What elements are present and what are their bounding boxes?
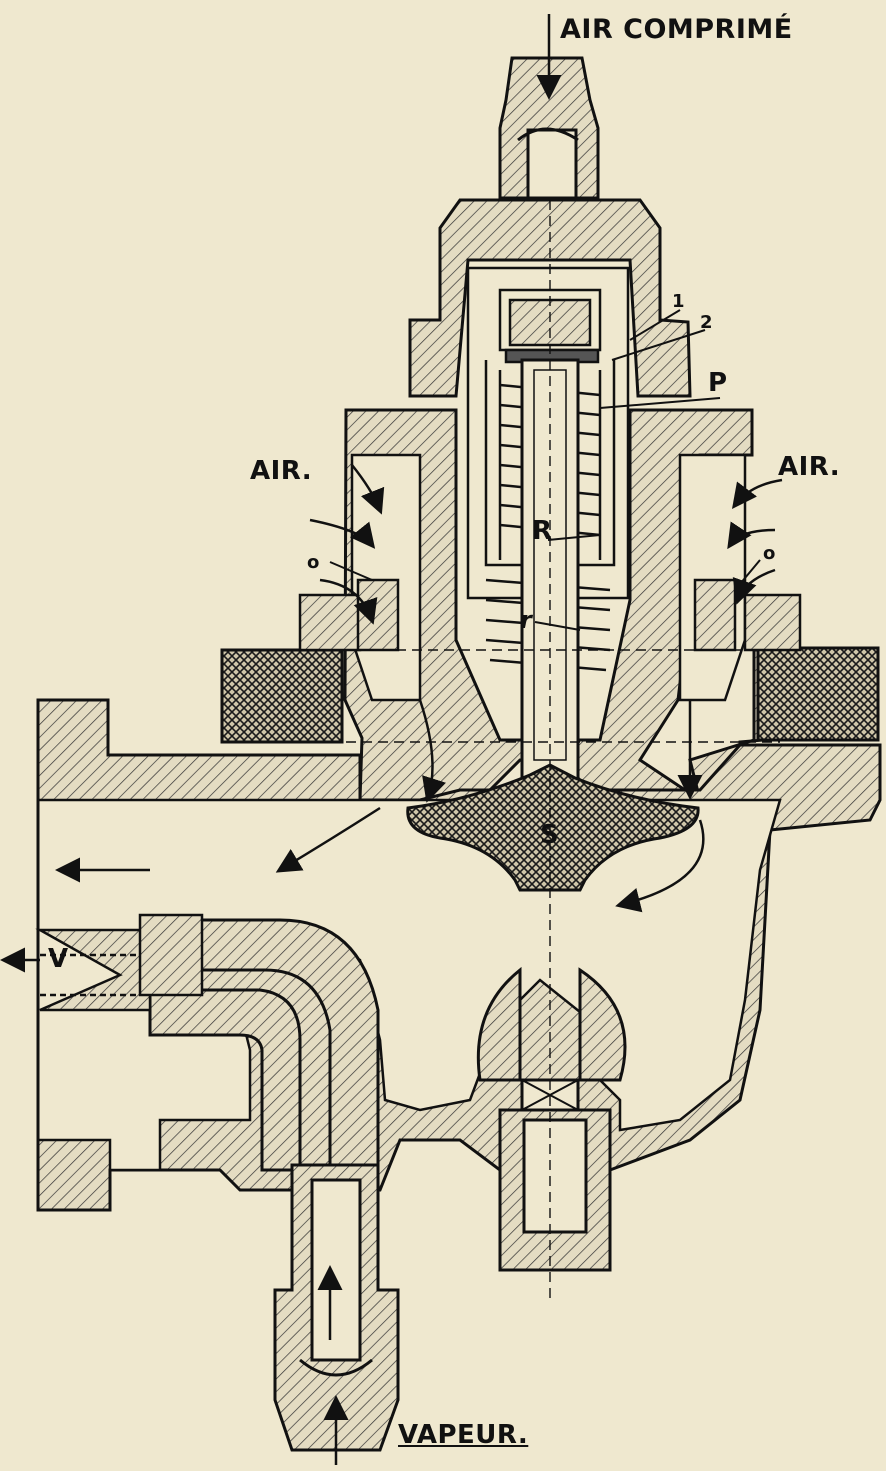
air-inlet-nozzle (498, 56, 600, 200)
label-air-left: AIR. (250, 456, 313, 486)
lower-guide (476, 966, 627, 1272)
air-passage-right (678, 453, 802, 702)
label-air-right: AIR. (778, 452, 841, 482)
label-o-right: o (763, 543, 776, 564)
label-o-left: o (307, 552, 320, 573)
label-1: 1 (672, 291, 686, 312)
label-2: 2 (700, 312, 714, 333)
construction-lines (300, 200, 800, 1300)
label-s: S (540, 820, 560, 850)
ejector-nozzle-V (35, 913, 204, 1012)
label-r-lower: r (520, 606, 533, 634)
label-p: P (708, 368, 728, 398)
valve-disc-S (406, 763, 700, 892)
flow-arrows (0, 14, 783, 1465)
label-vapeur: VAPEUR. (398, 1420, 529, 1450)
label-air-comprime: AIR COMPRIMÉ (560, 14, 793, 45)
label-r-upper: R (532, 516, 553, 546)
upper-cap (408, 198, 692, 398)
lower-chambers (36, 798, 782, 1172)
leader-lines (329, 309, 761, 631)
air-passage-left (298, 453, 422, 702)
right-flange (756, 646, 880, 742)
left-flange (220, 648, 344, 744)
label-v: V (48, 944, 69, 974)
